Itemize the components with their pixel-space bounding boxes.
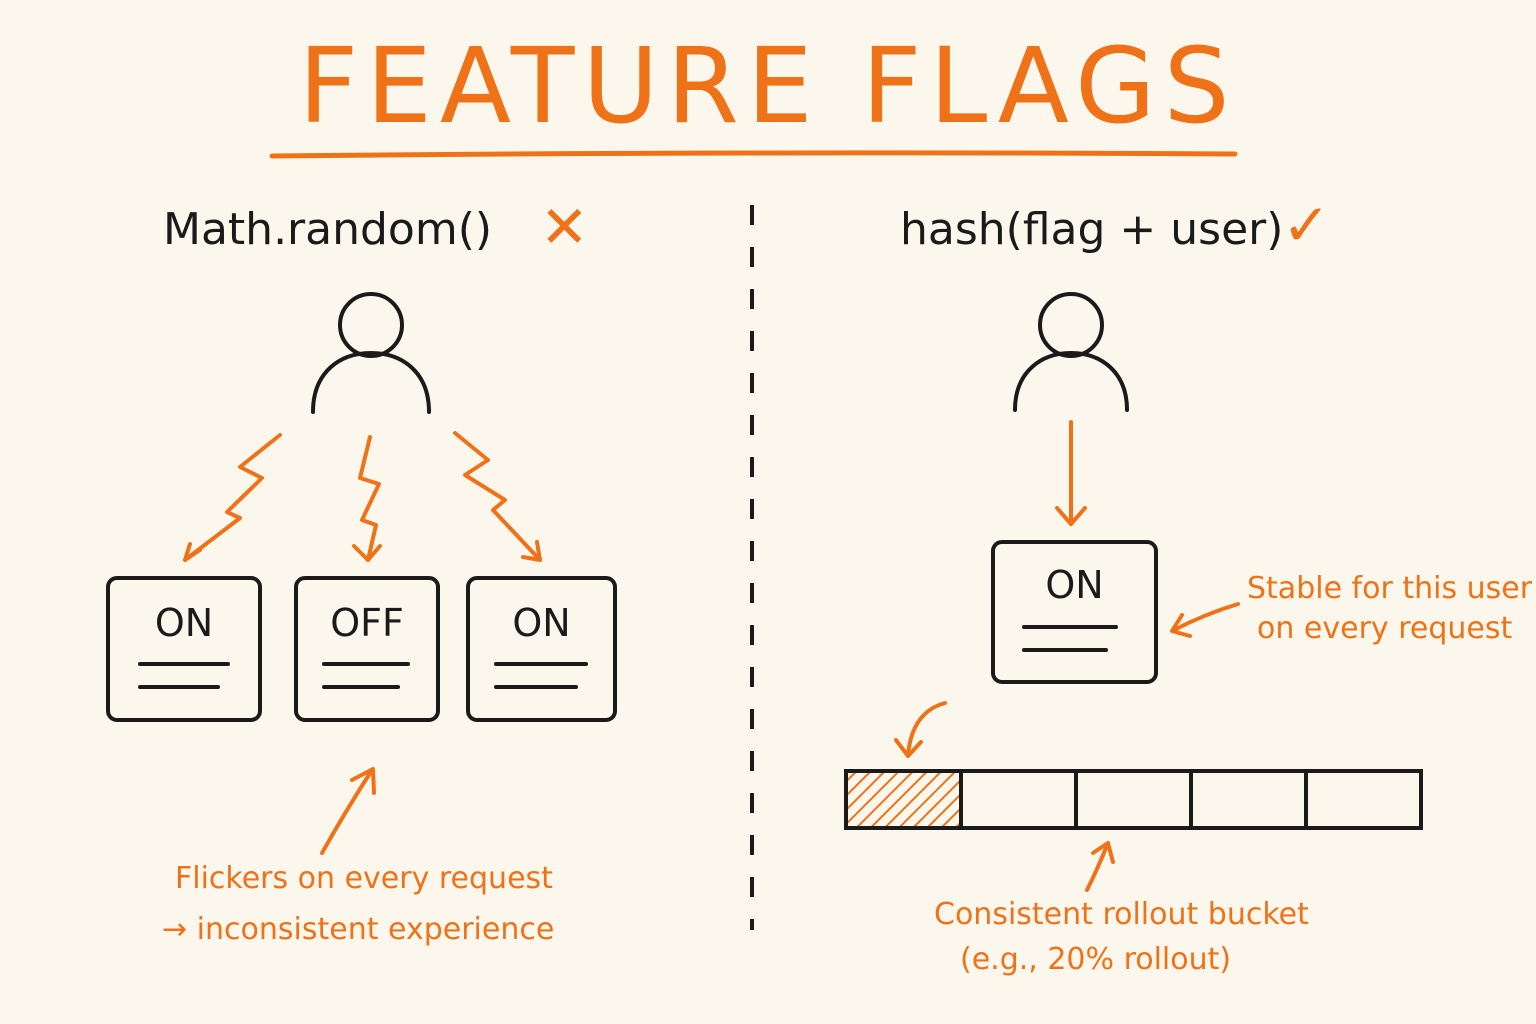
bucket-note-line-2: (e.g., 20% rollout)	[960, 942, 1232, 977]
flag-box-3-label: ON	[512, 601, 571, 645]
flag-box-1-label: ON	[154, 601, 214, 645]
bucket-note-line-1: Consistent rollout bucket	[934, 897, 1309, 932]
rollout-bucket-bar	[844, 769, 1423, 830]
zigzag-arrow-left	[183, 433, 282, 562]
stable-note-line-2: on every request	[1257, 611, 1513, 646]
user-icon-left	[311, 292, 431, 414]
rollout-bucket	[1074, 769, 1193, 830]
random-arrows	[183, 431, 542, 562]
rollout-bucket-active	[844, 769, 963, 830]
stable-note-arrow	[1170, 602, 1240, 638]
page-title: FEATURE FLAGS	[298, 25, 1238, 147]
bucket-note-arrow	[1085, 841, 1115, 892]
flag-box-1	[106, 576, 262, 722]
flag-box-stable-label: ON	[1045, 563, 1104, 607]
flag-box-stable	[991, 540, 1158, 684]
flag-box-2	[294, 576, 440, 722]
rollout-bucket	[959, 769, 1078, 830]
flicker-note-line-1: Flickers on every request	[175, 861, 553, 896]
hash-arrow	[1055, 420, 1087, 526]
check-icon: ✓	[1282, 191, 1331, 259]
title-underline	[269, 150, 1238, 159]
flicker-note-line-2: → inconsistent experience	[162, 912, 555, 947]
zigzag-arrow-middle	[358, 435, 381, 562]
rollout-bucket	[1304, 769, 1423, 830]
random-heading: Math.random()	[163, 204, 493, 255]
rollout-bucket	[1189, 769, 1308, 830]
flag-box-3	[466, 576, 617, 722]
flag-box-2-label: OFF	[330, 601, 404, 645]
user-icon-right	[1013, 292, 1129, 412]
stable-note-line-1: Stable for this user	[1247, 571, 1533, 606]
flicker-note-arrow	[320, 767, 376, 855]
zigzag-arrow-right	[453, 431, 542, 562]
cross-icon: ✕	[540, 193, 589, 261]
hash-heading: hash(flag + user)	[900, 204, 1284, 255]
bucket-pointer-arrow	[894, 701, 947, 758]
